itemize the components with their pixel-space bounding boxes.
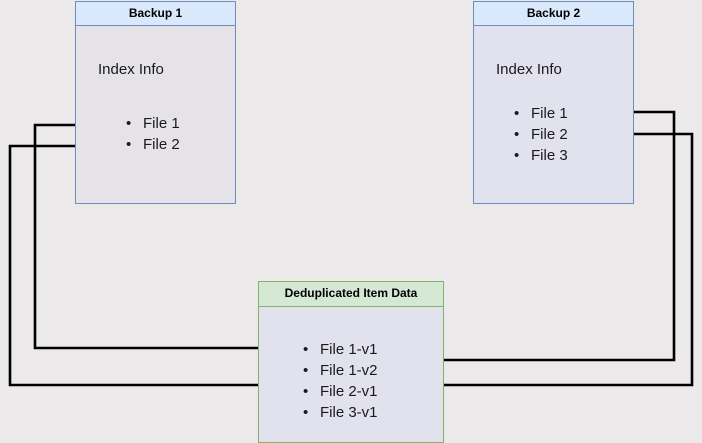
node-backup-2-index-label: Index Info (496, 61, 562, 78)
node-backup-1-index-label: Index Info (98, 61, 164, 78)
node-backup-2-body: Index Info File 1 File 2 File 3 (474, 26, 633, 203)
node-deduplicated-item-data-title: Deduplicated Item Data (259, 282, 443, 307)
node-backup-1[interactable]: Backup 1 Index Info File 1 File 2 (75, 1, 236, 204)
node-deduplicated-item-data-body: File 1-v1 File 1-v2 File 2-v1 File 3-v1 (259, 307, 443, 443)
list-item: File 1 (514, 103, 568, 124)
list-item: File 1-v2 (303, 360, 378, 381)
node-deduplicated-item-data[interactable]: Deduplicated Item Data File 1-v1 File 1-… (258, 281, 444, 443)
list-item: File 2 (514, 124, 568, 145)
node-backup-2-file-list: File 1 File 2 File 3 (514, 103, 568, 166)
node-deduplicated-file-list: File 1-v1 File 1-v2 File 2-v1 File 3-v1 (303, 339, 378, 423)
list-item: File 3 (514, 145, 568, 166)
list-item: File 3-v1 (303, 402, 378, 423)
list-item: File 1-v1 (303, 339, 378, 360)
list-item: File 2 (126, 134, 180, 155)
node-backup-1-title: Backup 1 (76, 2, 235, 26)
list-item: File 1 (126, 113, 180, 134)
list-item: File 2-v1 (303, 381, 378, 402)
node-backup-2-title: Backup 2 (474, 2, 633, 26)
node-backup-1-body: Index Info File 1 File 2 (76, 26, 235, 203)
node-backup-2[interactable]: Backup 2 Index Info File 1 File 2 File 3 (473, 1, 634, 204)
node-backup-1-file-list: File 1 File 2 (126, 113, 180, 155)
